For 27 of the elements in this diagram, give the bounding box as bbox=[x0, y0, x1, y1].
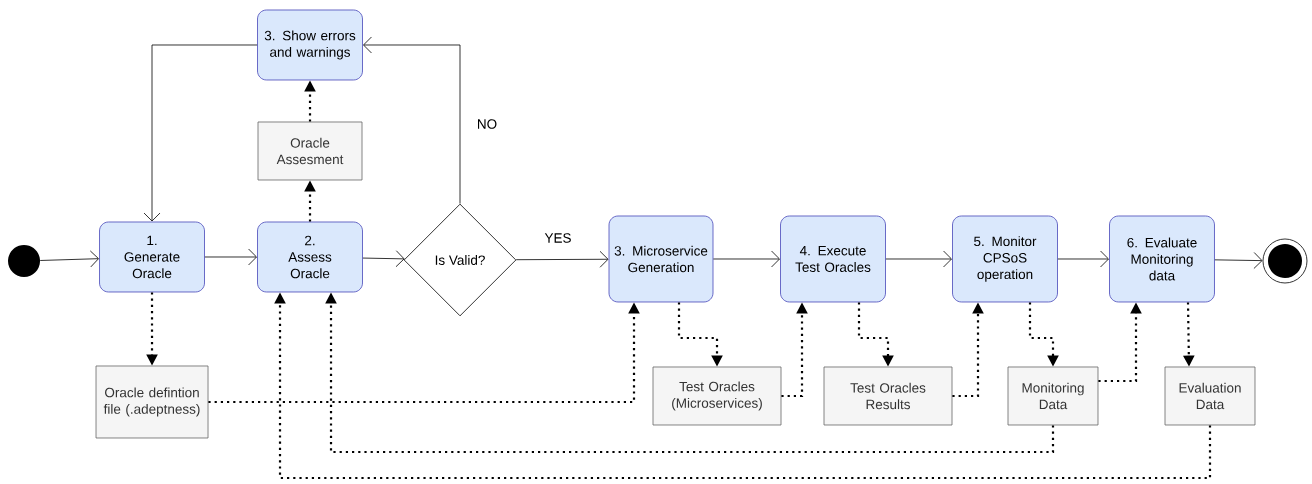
artifact-box: Oracle Assesment bbox=[257, 121, 363, 181]
process-box: 6. Evaluate Monitoring data bbox=[1109, 215, 1215, 303]
arrow bbox=[1057, 250, 1109, 268]
edge-label: NO bbox=[475, 118, 499, 130]
arrow bbox=[39, 250, 99, 268]
end-node bbox=[1262, 238, 1308, 284]
process-box: 1. Generate Oracle bbox=[99, 221, 205, 293]
arrow bbox=[363, 36, 461, 204]
arrow bbox=[204, 248, 257, 266]
edge-label: YES bbox=[543, 232, 573, 244]
arrow bbox=[1214, 252, 1263, 269]
process-box: 5. Monitor CPSoS operation bbox=[952, 215, 1058, 303]
artifact-box: Oracle defintion file (.adeptness) bbox=[95, 365, 209, 439]
arrow bbox=[713, 250, 780, 268]
process-box: 3. Show errors and warnings bbox=[257, 9, 363, 81]
artifact-box: Test Oracles (Microservices) bbox=[652, 366, 782, 426]
artifact-box: Monitoring Data bbox=[1007, 366, 1099, 426]
process-box: 3. Microservice Generation bbox=[608, 215, 714, 303]
start-node bbox=[8, 245, 40, 277]
artifact-box: Test Oracles Results bbox=[823, 366, 953, 426]
arrow bbox=[362, 250, 405, 268]
artifact-box: Evaluation Data bbox=[1164, 366, 1256, 426]
arrow bbox=[143, 44, 258, 222]
arrow bbox=[515, 250, 609, 268]
process-box: 2. Assess Oracle bbox=[257, 221, 363, 293]
arrow bbox=[885, 250, 952, 268]
process-box: 4. Execute Test Oracles bbox=[780, 215, 886, 303]
